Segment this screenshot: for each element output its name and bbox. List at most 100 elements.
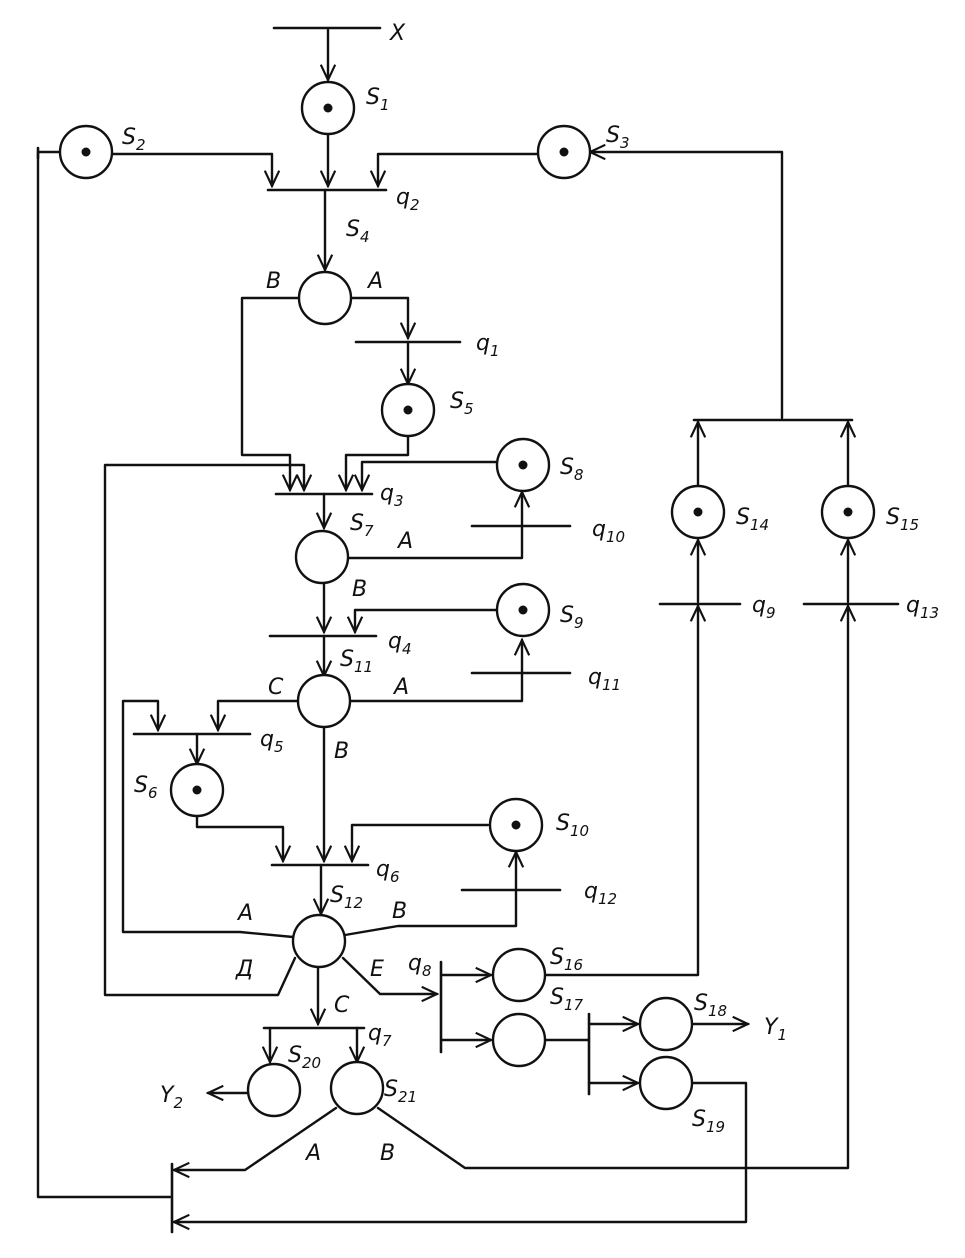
arcs <box>36 28 848 1222</box>
arc-s12-q5 <box>121 699 295 939</box>
place-s19 <box>638 1055 694 1111</box>
transition-labels: q1 q2 q3 q4 q5 q6 q7 q8 q9 q10 q11 q12 q… <box>260 185 939 1050</box>
label-q1: q1 <box>476 331 500 360</box>
label-s6: S6 <box>134 773 158 802</box>
label-s11: S11 <box>340 647 373 676</box>
branch-label-s11-b: B <box>334 739 349 764</box>
place-s3 <box>536 124 592 180</box>
arc-s21-reset <box>174 1106 338 1170</box>
arc-s5-q3 <box>346 434 410 490</box>
label-q4: q4 <box>388 629 412 658</box>
token-s2 <box>81 147 91 157</box>
label-s3: S3 <box>606 123 630 152</box>
branch-label-s11-c: C <box>268 675 284 700</box>
label-q5: q5 <box>260 727 284 756</box>
label-q11: q11 <box>588 665 621 694</box>
place-s21 <box>329 1060 385 1116</box>
place-s18 <box>638 996 694 1052</box>
label-x: X <box>389 21 406 46</box>
place-s4 <box>297 270 353 326</box>
places <box>58 80 876 1118</box>
arc-s12-q3 <box>103 463 304 997</box>
arc-s9-q4 <box>355 608 500 632</box>
arc-reset-s2 <box>36 150 172 1199</box>
arc-s6-q6 <box>195 812 283 861</box>
label-s17: S17 <box>550 985 584 1014</box>
arc-s4-q3 <box>240 296 302 490</box>
place-s16 <box>491 947 547 1003</box>
label-s8: S8 <box>560 455 584 484</box>
token-s9 <box>518 605 528 615</box>
arc-s8-q3 <box>362 460 500 490</box>
place-s12 <box>291 913 347 969</box>
label-s18: S18 <box>694 991 727 1020</box>
label-y2: Y2 <box>160 1083 183 1112</box>
branch-label-s7-a: A <box>396 529 413 554</box>
place-s5 <box>380 382 436 438</box>
token-s10 <box>511 820 521 830</box>
token-s6 <box>192 785 202 795</box>
label-s21: S21 <box>384 1077 417 1106</box>
arc-s16-q9 <box>543 606 698 977</box>
place-s20 <box>246 1062 302 1118</box>
label-q10: q10 <box>592 517 625 546</box>
label-s10: S10 <box>556 811 589 840</box>
label-q13: q13 <box>906 593 939 622</box>
label-q12: q12 <box>584 879 617 908</box>
place-s14 <box>670 484 726 540</box>
transition-bars <box>36 26 900 1234</box>
label-y1: Y1 <box>764 1015 787 1044</box>
label-s4: S4 <box>346 217 370 246</box>
label-q8: q8 <box>408 951 432 980</box>
label-s14: S14 <box>736 505 769 534</box>
label-s2: S2 <box>122 125 146 154</box>
place-s11 <box>296 673 352 729</box>
branch-label-s12-a: A <box>236 901 253 926</box>
label-s16: S16 <box>550 945 583 974</box>
label-s1: S1 <box>366 85 390 114</box>
io-labels: X Y1 Y2 <box>160 21 787 1112</box>
label-s7: S7 <box>350 511 374 540</box>
label-s19: S19 <box>692 1107 725 1136</box>
branch-label-s21-a: A <box>304 1141 321 1166</box>
arc-s7-s8 <box>344 492 522 560</box>
branch-label-s21-b: B <box>380 1141 395 1166</box>
branch-label-s12-c: C <box>334 993 350 1018</box>
place-labels: S1 S2 S3 S4 S5 S6 S7 S8 S9 S10 S11 S12 S… <box>122 85 919 1136</box>
branch-label-s11-a: A <box>392 675 409 700</box>
arc-s3-q2 <box>378 152 542 186</box>
arc-s19-reset <box>174 1081 748 1222</box>
place-s6 <box>169 762 225 818</box>
place-s1 <box>300 80 356 136</box>
label-s15: S15 <box>886 505 919 534</box>
branch-label-s4-a: A <box>366 269 383 294</box>
token-s15 <box>843 507 853 517</box>
place-s17 <box>491 1012 547 1068</box>
arc-s11-q5 <box>218 699 302 730</box>
place-s2 <box>58 124 114 180</box>
arc-s12-q8 <box>341 956 437 994</box>
label-q3: q3 <box>380 481 404 510</box>
arc-s21-q13 <box>376 606 848 1170</box>
branch-label-s7-b: B <box>352 577 367 602</box>
place-s8 <box>495 437 551 493</box>
place-s10 <box>488 797 544 853</box>
token-s8 <box>518 460 528 470</box>
label-q7: q7 <box>368 1021 392 1050</box>
token-s3 <box>559 147 569 157</box>
place-s7 <box>294 529 350 585</box>
arc-s4-q1 <box>348 296 408 338</box>
branch-label-s4-b: B <box>266 269 281 294</box>
label-q9: q9 <box>752 593 776 622</box>
branch-label-s12-e: E <box>370 957 384 982</box>
arc-s10-q6 <box>352 823 490 861</box>
token-s14 <box>693 507 703 517</box>
branch-label-s12-b: B <box>392 899 407 924</box>
branch-labels: B A A B C A B A B Д E C A B <box>235 269 413 1166</box>
arc-s2-q2 <box>108 152 272 186</box>
token-s1 <box>323 103 333 113</box>
arc-s11-s9 <box>346 640 522 703</box>
label-s12: S12 <box>330 883 363 912</box>
